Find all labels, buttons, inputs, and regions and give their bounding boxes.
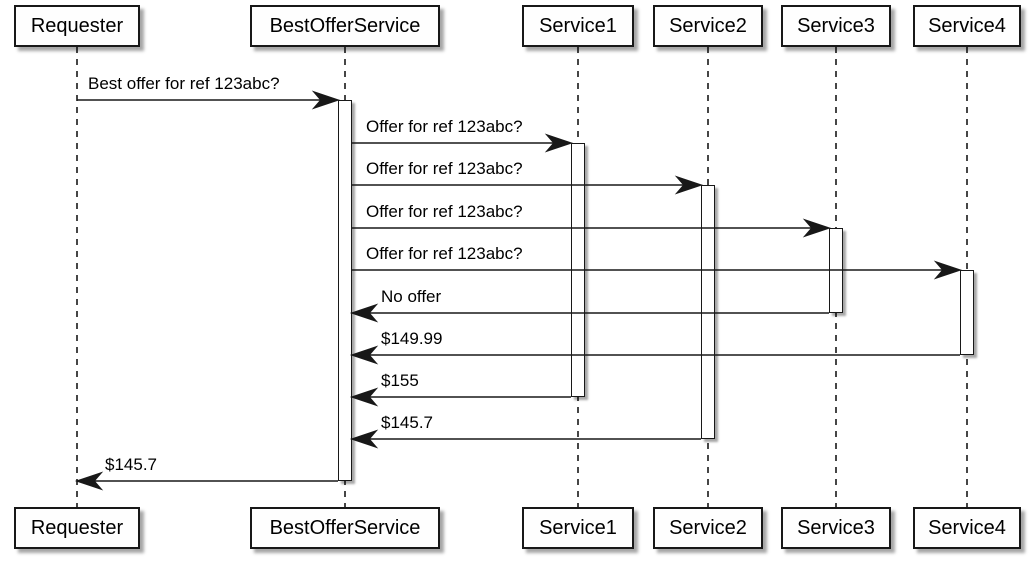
- arrowhead-reply-requester: [74, 471, 104, 491]
- arrowhead-reply-service1: [349, 387, 379, 407]
- arrowhead-best-offer-request: [311, 90, 341, 110]
- arrowhead-offer-service3: [802, 218, 832, 238]
- message-label: Offer for ref 123abc?: [366, 117, 523, 136]
- participant-box-service2-top: Service2: [653, 5, 763, 47]
- participant-box-service4-top: Service4: [913, 5, 1021, 47]
- participant-box-service1-bottom: Service1: [522, 507, 634, 549]
- arrowhead-reply-service2: [349, 429, 379, 449]
- message-label: Offer for ref 123abc?: [366, 244, 523, 263]
- participant-box-service2-bottom: Service2: [653, 507, 763, 549]
- message-label: Best offer for ref 123abc?: [88, 74, 280, 93]
- activation-service4: [960, 270, 974, 355]
- participant-box-service1-top: Service1: [522, 5, 634, 47]
- arrows: [74, 90, 963, 491]
- message-label: No offer: [381, 287, 442, 306]
- activation-service3: [829, 228, 843, 313]
- arrowhead-reply-service4: [349, 345, 379, 365]
- activation-service1: [571, 143, 585, 397]
- message-label: $149.99: [381, 329, 443, 348]
- arrowhead-offer-service2: [674, 175, 704, 195]
- message-label: Offer for ref 123abc?: [366, 159, 523, 178]
- message-label: $155: [381, 371, 419, 390]
- participant-box-service3-bottom: Service3: [781, 507, 891, 549]
- participant-box-bestofferservice-bottom: BestOfferService: [250, 507, 440, 549]
- arrowhead-offer-service4: [933, 260, 963, 280]
- arrowhead-reply-service3: [349, 303, 379, 323]
- participant-box-service4-bottom: Service4: [913, 507, 1021, 549]
- participant-box-requester-top: Requester: [14, 5, 140, 47]
- arrowhead-offer-service1: [544, 133, 574, 153]
- message-label: $145.7: [381, 413, 433, 432]
- participant-box-requester-bottom: Requester: [14, 507, 140, 549]
- participant-box-bestofferservice-top: BestOfferService: [250, 5, 440, 47]
- activation-service2: [701, 185, 715, 439]
- message-label: Offer for ref 123abc?: [366, 202, 523, 221]
- message-label: $145.7: [105, 455, 157, 474]
- activation-bestofferservice: [338, 100, 352, 481]
- participant-box-service3-top: Service3: [781, 5, 891, 47]
